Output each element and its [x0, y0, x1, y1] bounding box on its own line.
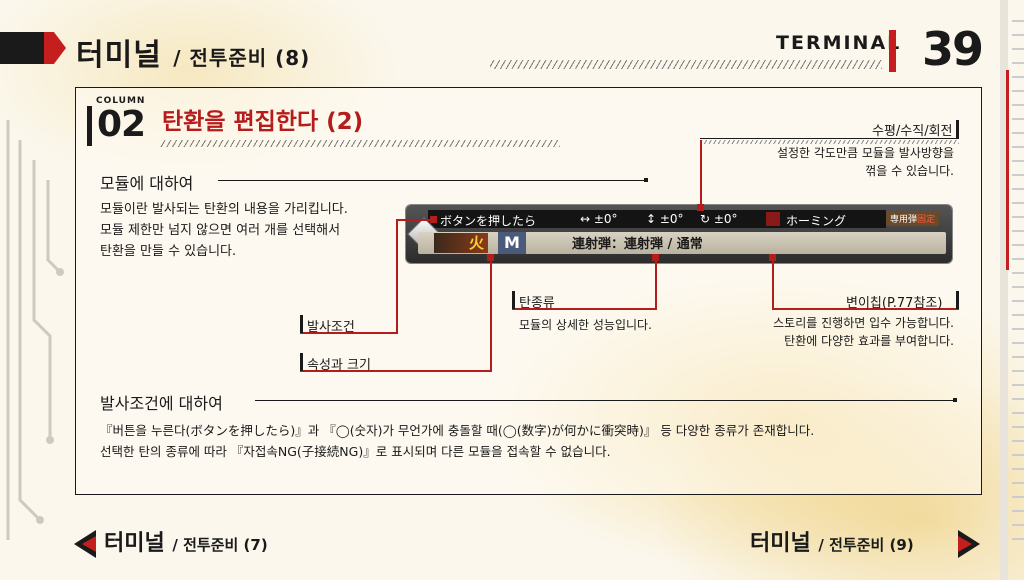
- section-heading-modules: 모듈에 대하여: [100, 174, 194, 193]
- callout-dot: [430, 216, 437, 223]
- column-bar: [87, 106, 92, 146]
- callout-line: [772, 308, 959, 310]
- desc-line: 스토리를 진행하면 입수 가능합니다.: [773, 316, 954, 330]
- header-hatch-divider: [490, 60, 882, 69]
- mutation-chip-icon: [766, 212, 780, 226]
- next-page-sub: / 전투준비 (9): [818, 536, 914, 554]
- column-number: 02: [97, 104, 146, 145]
- body-line: 선택한 탄의 종류에 따라 『자접속NG(子接続NG)』로 표시되며 다른 모듈…: [100, 444, 611, 459]
- callout-line: [700, 140, 702, 208]
- section-rule-end: [644, 178, 648, 182]
- callout-underline: [700, 138, 959, 139]
- body-line: 『버튼을 누른다(ボタンを押したら)』과 『◯(숫자)가 무언가에 충돌할 때(…: [100, 423, 815, 438]
- callout-fire-label: 발사조건: [307, 320, 355, 335]
- page-title-sub: / 전투준비 (8): [173, 46, 311, 70]
- rot-angle-text: ↻ ±0°: [700, 212, 738, 226]
- trigger-text: ボタンを押したら: [440, 214, 537, 228]
- callout-bar: [512, 291, 515, 309]
- left-circuit-decoration: [6, 120, 64, 540]
- next-page-arrow-icon[interactable]: [958, 530, 980, 558]
- homing-text: ホーミング: [786, 214, 847, 228]
- prev-page-link[interactable]: 터미널 / 전투준비 (7): [104, 525, 268, 557]
- callout-bar: [956, 120, 959, 138]
- callout-bar: [300, 315, 303, 333]
- callout-mutation-desc: 스토리를 진행하면 입수 가능합니다. 탄환에 다양한 효과를 부여합니다.: [752, 314, 954, 350]
- h-angle-text: ↔ ±0°: [580, 212, 618, 226]
- module-bar-bottom: [418, 232, 946, 254]
- v-angle-text: ↕ ±0°: [646, 212, 684, 226]
- callout-rotation-label: 수평/수직/회전: [872, 124, 953, 139]
- callout-bar: [300, 353, 303, 371]
- section-body-modules: 모듈이란 발사되는 탄환의 내용을 가리킵니다. 모듈 제한만 넘지 않으면 여…: [100, 199, 348, 262]
- section-heading-conditions: 발사조건에 대하여: [100, 394, 223, 413]
- prev-page-arrow-icon[interactable]: [74, 530, 96, 558]
- callout-line: [772, 257, 774, 309]
- body-line: 탄환을 만들 수 있습니다.: [100, 244, 237, 259]
- section-body-conditions: 『버튼을 누른다(ボタンを押したら)』과 『◯(숫자)가 무언가에 충돌할 때(…: [100, 420, 814, 462]
- page-title: 터미널 / 전투준비 (8): [76, 30, 310, 74]
- fixed-tag-a: 専用弾: [890, 215, 918, 225]
- desc-line: 꺾을 수 있습니다.: [865, 164, 954, 178]
- callout-line: [300, 370, 492, 372]
- page-number: 39: [922, 22, 984, 76]
- page-title-main: 터미널: [76, 38, 162, 73]
- callout-rotation-desc: 설정한 각도만큼 모듈을 발사방향을 꺾을 수 있습니다.: [760, 144, 954, 180]
- column-hatch-divider: [160, 140, 560, 147]
- callout-line: [512, 308, 657, 310]
- body-line: 모듈 제한만 넘지 않으면 여러 개를 선택해서: [100, 223, 341, 238]
- header-accent-icon: [44, 32, 66, 64]
- callout-line: [490, 257, 492, 371]
- next-page-link[interactable]: 터미널 / 전투준비 (9): [750, 525, 914, 557]
- next-page-main: 터미널: [750, 531, 811, 556]
- callout-hatch: [700, 140, 959, 144]
- callout-line: [396, 219, 432, 221]
- desc-line: 탄환에 다양한 효과를 부여합니다.: [784, 334, 954, 348]
- element-badge: 火: [434, 233, 488, 253]
- prev-page-main: 터미널: [104, 531, 165, 556]
- callout-line: [396, 219, 398, 333]
- body-line: 모듈이란 발사되는 탄환의 내용을 가리킵니다.: [100, 202, 348, 217]
- callout-mutation-label: 변이칩(P.77참조): [846, 296, 943, 311]
- terminal-label: TERMINAL: [776, 32, 902, 54]
- callout-bar: [956, 291, 959, 309]
- column-title: 탄환을 편집한다 (2): [162, 109, 364, 135]
- right-edge-accent: [1006, 70, 1009, 270]
- section-rule: [218, 180, 646, 181]
- fixed-tag: 専用弾固定: [886, 211, 940, 226]
- page-number-bar: [889, 30, 896, 72]
- column-label: COLUMN: [96, 96, 146, 106]
- bullet-type-text: 連射弾：連射弾 / 通常: [572, 237, 703, 252]
- section-rule: [255, 400, 955, 401]
- section-rule-end: [953, 398, 957, 402]
- size-badge: M: [498, 232, 526, 254]
- callout-type-desc: 모듈의 상세한 성능입니다.: [519, 318, 652, 332]
- right-edge-stripe: [1000, 0, 1008, 580]
- callout-attr-label: 속성과 크기: [307, 358, 371, 373]
- callout-line: [655, 257, 657, 309]
- right-circuit-decoration: [1012, 20, 1024, 540]
- fixed-tag-b: 固定: [917, 215, 936, 225]
- prev-page-sub: / 전투준비 (7): [172, 536, 268, 554]
- callout-line: [300, 332, 398, 334]
- callout-dot: [697, 204, 704, 211]
- callout-type-label: 탄종류: [519, 296, 555, 311]
- column-panel: [75, 87, 982, 495]
- desc-line: 설정한 각도만큼 모듈을 발사방향을: [776, 146, 954, 160]
